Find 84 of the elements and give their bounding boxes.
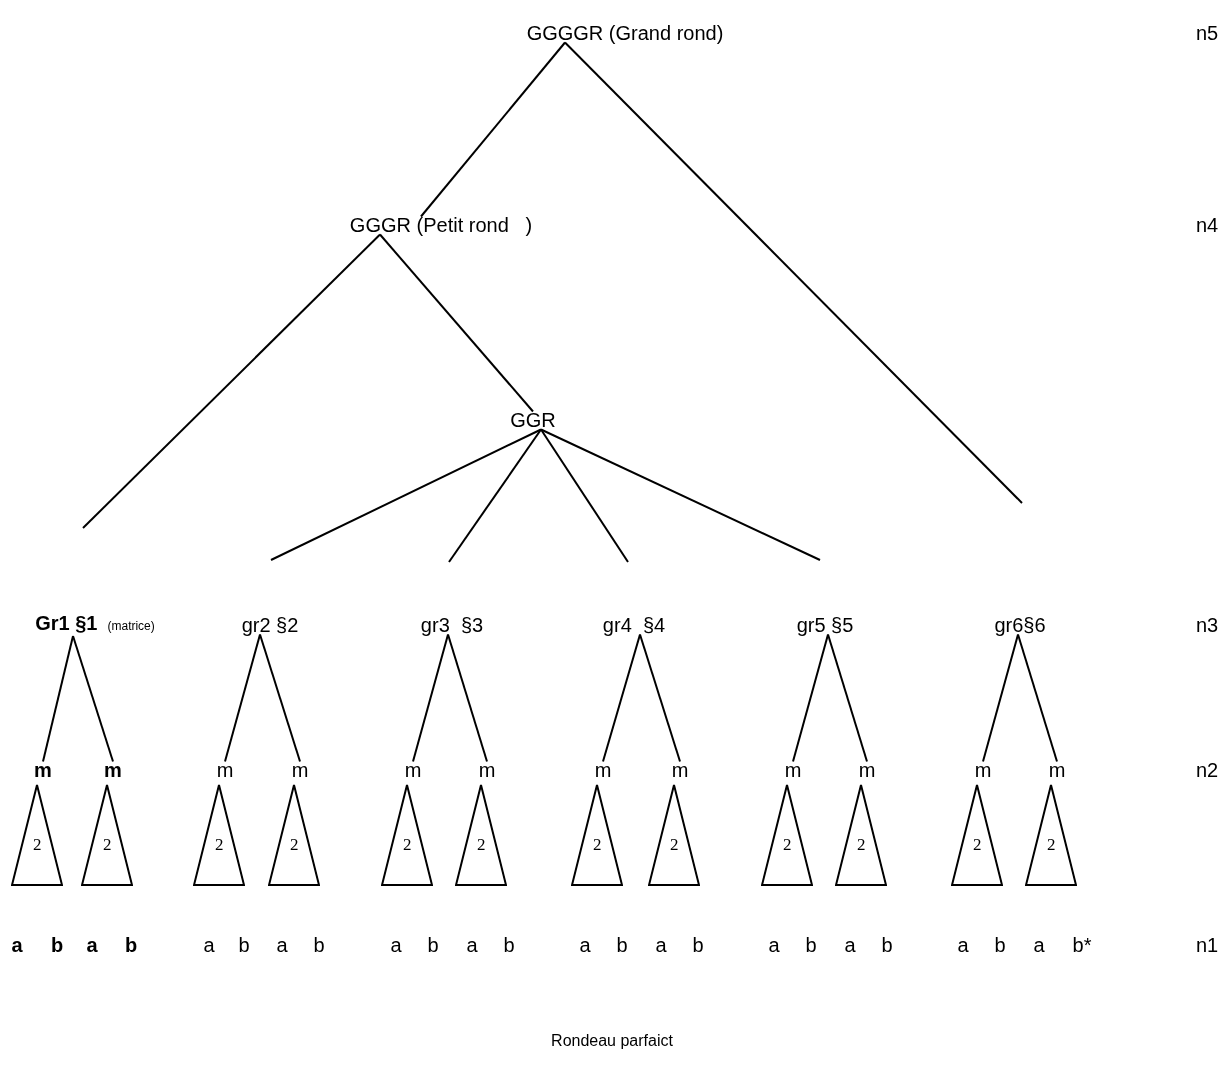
leaf-label: b [313, 933, 325, 957]
level-label: n5 [1195, 21, 1219, 45]
triangle-label: 2 [33, 836, 42, 854]
triangle-label: 2 [670, 836, 679, 854]
leaf-label: b [427, 933, 439, 957]
tree-branch [792, 633, 829, 763]
node-label: m [671, 758, 689, 781]
node-label: m [216, 758, 234, 781]
leaf-label: a [655, 933, 667, 957]
triangle-label: 2 [215, 836, 224, 854]
node-label: GGGGR (Grand rond) [526, 21, 724, 44]
leaf-label: a [86, 933, 98, 957]
triangle-label: 2 [477, 836, 486, 854]
tree-branch [259, 633, 301, 763]
tree-branch [72, 635, 114, 763]
level-label: n4 [1195, 213, 1219, 237]
triangle-label: 2 [593, 836, 602, 854]
triangle-label: 2 [857, 836, 866, 854]
leaf-label: a [11, 933, 23, 957]
tree-branch [564, 41, 1023, 504]
node-label: m [478, 758, 496, 781]
node-label: m [858, 758, 876, 781]
tree-branch [827, 633, 868, 763]
triangle-label: 2 [403, 836, 412, 854]
caption: Rondeau parfaict [551, 1030, 673, 1051]
leaf-label: a [390, 933, 402, 957]
node-label: Gr1 §1 [35, 612, 98, 634]
leaf-label: b* [1072, 933, 1092, 957]
leaf-label: b [124, 933, 138, 957]
tree-branch [42, 635, 74, 763]
tree-branch [1017, 633, 1058, 763]
node-label: gr2 §2 [241, 613, 299, 636]
leaf-label: b [238, 933, 250, 957]
node-label: GGR [510, 408, 556, 431]
triangle-label: 2 [783, 836, 792, 854]
tree-branch [379, 233, 534, 413]
tree-branch [447, 633, 488, 763]
node-label: m [1048, 758, 1066, 781]
leaf-label: a [579, 933, 591, 957]
node-label: m [784, 758, 802, 781]
leaf-label: a [203, 933, 215, 957]
leaf-label: b [805, 933, 817, 957]
leaf-label: b [503, 933, 515, 957]
tree-branch [540, 428, 821, 561]
node-label: m [291, 758, 309, 781]
tree-branch [540, 428, 629, 563]
node-label: m [404, 758, 422, 781]
leaf-label: a [844, 933, 856, 957]
level-label: n3 [1195, 613, 1219, 637]
leaf-label: a [957, 933, 969, 957]
tree-branch [602, 633, 641, 763]
tree-branch [270, 428, 542, 561]
tree-branch [224, 633, 261, 763]
tree-branch [412, 633, 449, 763]
leaf-label: b [692, 933, 704, 957]
tree-branch [420, 41, 566, 218]
leaf-label: a [466, 933, 478, 957]
node-label: m [594, 758, 612, 781]
triangle-label: 2 [1047, 836, 1056, 854]
node-label: gr6§6 [994, 613, 1046, 636]
level-label: n2 [1195, 758, 1219, 782]
leaf-label: a [768, 933, 780, 957]
triangle-label: 2 [973, 836, 982, 854]
note-text: (matrice) [107, 619, 155, 633]
node-label: gr3 §3 [420, 613, 484, 636]
node-label: gr4 §4 [602, 613, 666, 636]
leaf-label: a [1033, 933, 1045, 957]
node-label: m [974, 758, 992, 781]
leaf-label: b [994, 933, 1006, 957]
node-label: m [34, 758, 52, 781]
level-label: n1 [1195, 933, 1219, 957]
leaf-label: b [50, 933, 64, 957]
leaf-label: b [616, 933, 628, 957]
node-label: gr5 §5 [796, 613, 854, 636]
triangle-label: 2 [103, 836, 112, 854]
leaf-label: a [276, 933, 288, 957]
node-label: m [104, 758, 122, 781]
tree-branch [639, 633, 681, 763]
tree-branch [448, 428, 542, 563]
triangle-label: 2 [290, 836, 299, 854]
leaf-label: b [881, 933, 893, 957]
node-label: GGGR (Petit rond ) [349, 213, 533, 236]
tree-branch [82, 233, 381, 529]
tree-branch [982, 633, 1019, 763]
